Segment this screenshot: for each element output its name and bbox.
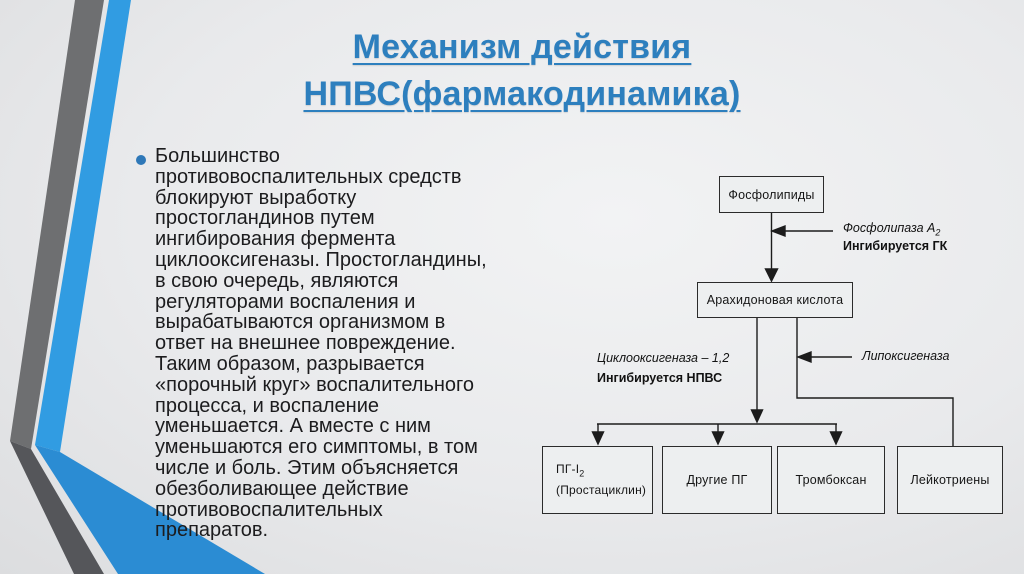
- label-inhibited-by-nsaid: Ингибируется НПВС: [597, 371, 723, 385]
- box-phospholipids: Фосфолипиды: [719, 176, 824, 213]
- arrowhead-left-icon: [796, 350, 812, 364]
- slide-title-line2: НПВС(фармакодинамика): [303, 75, 741, 113]
- arrowhead-left-icon: [770, 224, 786, 238]
- bullet-marker: [136, 155, 146, 165]
- arrowhead-down-icon: [829, 431, 843, 446]
- box-arachidonic-acid: Арахидоновая кислота: [697, 282, 853, 318]
- arrowhead-down-icon: [711, 431, 725, 446]
- label-lipoxygenase: Липоксигеназа: [862, 349, 950, 363]
- label-phospholipase-a2: Фосфолипаза А2: [843, 221, 941, 238]
- lipoxygenase-branch-line: [796, 318, 954, 446]
- label-inhibited-by-gk: Ингибируется ГК: [843, 239, 948, 253]
- box-leukotrienes: Лейкотриены: [897, 446, 1003, 514]
- box-thromboxane-label: Тромбоксан: [795, 473, 867, 487]
- box-phospholipids-label: Фосфолипиды: [728, 187, 815, 202]
- decor-gray-stripe-bottom: [10, 441, 104, 574]
- bullet-paragraph: Большинство противовоспалительных средст…: [155, 145, 487, 542]
- arrowhead-down-icon: [591, 431, 605, 446]
- box-other-pg-label: Другие ПГ: [686, 473, 748, 487]
- box-thromboxane: Тромбоксан: [777, 446, 885, 514]
- box-other-pg: Другие ПГ: [662, 446, 772, 514]
- box-pgi2: ПГ-I2 (Простациклин): [542, 446, 653, 514]
- slide-title: Механизм действия НПВС(фармакодинамика): [20, 24, 1024, 118]
- slide-title-line1: Механизм действия: [352, 28, 692, 66]
- arrowhead-down-icon: [750, 409, 764, 424]
- box-pgi2-line1: ПГ-I2: [556, 461, 585, 479]
- label-cyclooxygenase: Циклооксигеназа – 1,2: [597, 351, 730, 365]
- box-arachidonic-acid-label: Арахидоновая кислота: [706, 293, 844, 307]
- arrowhead-down-icon: [764, 268, 779, 283]
- box-leukotrienes-label: Лейкотриены: [910, 473, 990, 487]
- box-pgi2-line2: (Простациклин): [556, 483, 647, 498]
